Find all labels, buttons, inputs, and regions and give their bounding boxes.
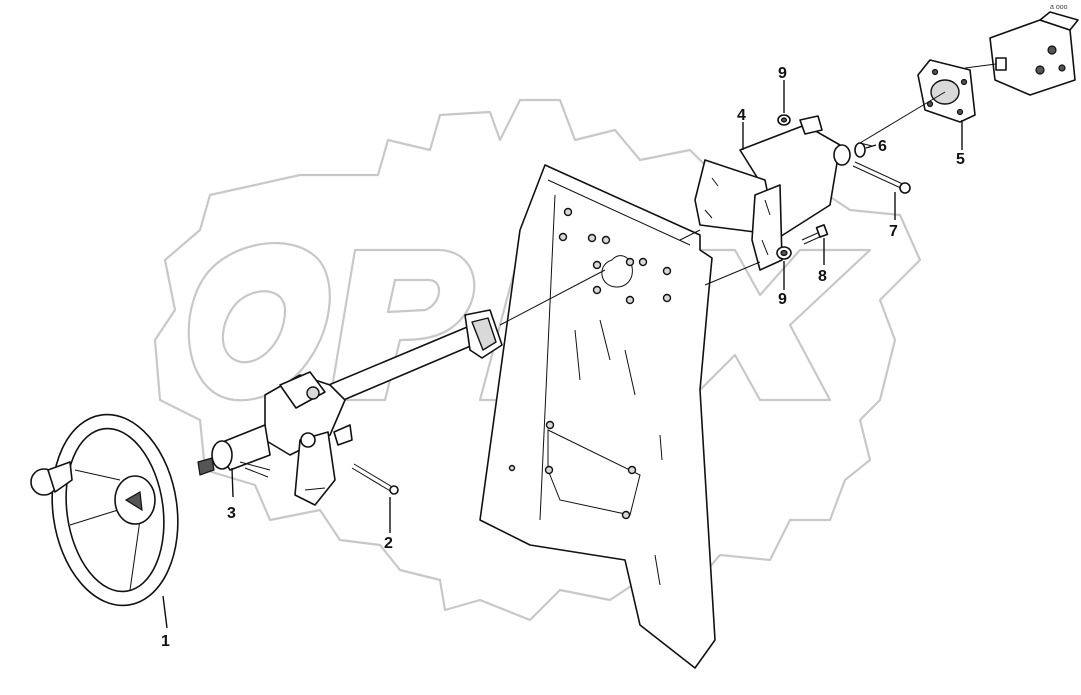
callout-9-top: 9 [778,65,787,82]
assembly-axes [679,91,946,286]
callout-6: 6 [878,138,887,155]
callout-7: 7 [889,223,898,240]
callout-3: 3 [227,505,236,522]
mounting-plate [479,164,716,669]
spacer-sleeve [854,142,873,158]
watermark-gear [153,98,922,622]
callout-9-bottom: 9 [778,291,787,308]
plate-bolts [508,207,672,520]
callout-1: 1 [161,633,170,650]
washer-top [777,114,791,126]
bolt-long [351,463,399,495]
steering-wheel [30,413,179,607]
support-bracket [694,115,851,271]
steering-column [311,269,606,411]
washer-bottom [776,246,792,260]
column-housing [197,371,353,506]
bolt-medium [852,161,911,194]
corner-mark: a ooo [1050,4,1068,11]
callout-leaders [162,80,963,629]
callout-8: 8 [818,268,827,285]
callout-5: 5 [956,151,965,168]
callout-2: 2 [384,535,393,552]
steering-unit-orbitrol [964,11,1079,96]
screw-short [801,224,829,245]
adapter-plate [917,59,976,123]
callout-4: 4 [737,107,746,124]
